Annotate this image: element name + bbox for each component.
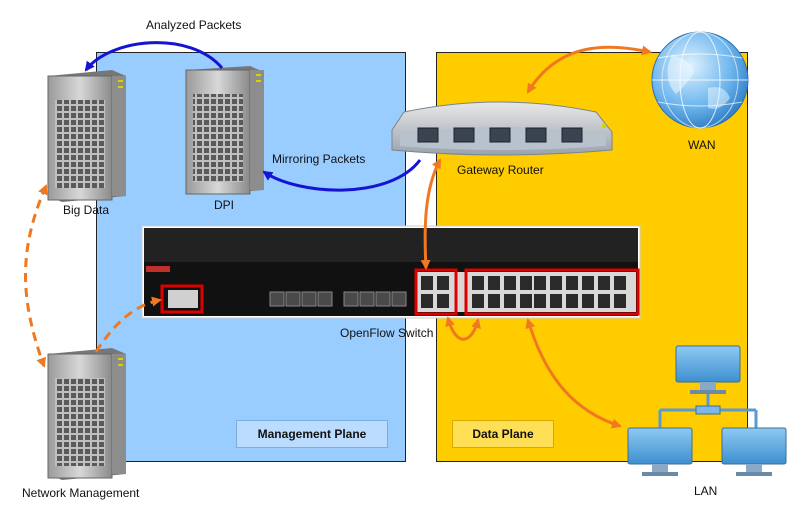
gateway-router-label: Gateway Router: [457, 163, 544, 177]
monitor-icon: [675, 345, 741, 394]
router-wan-arrow: [526, 45, 652, 94]
mirroring-packets-label: Mirroring Packets: [272, 152, 366, 166]
switch-lan-arrow: [525, 318, 622, 429]
network-switch-icon: [141, 225, 641, 319]
network-management-server-icon: [47, 348, 126, 480]
big-data-server-icon: [47, 70, 126, 202]
dpi-server-icon: [185, 66, 264, 195]
analyzed-packets-arrow: [84, 41, 224, 72]
management-plane-label: Management Plane: [236, 420, 388, 448]
wan-label: WAN: [688, 138, 716, 152]
big-data-label: Big Data: [63, 203, 110, 217]
router-icon: [391, 101, 613, 156]
globe-icon: [651, 31, 749, 129]
dpi-label: DPI: [214, 198, 235, 212]
monitor-icon: [721, 427, 787, 476]
analyzed-packets-label: Analyzed Packets: [146, 18, 242, 32]
openflow-switch-label: OpenFlow Switch: [340, 326, 434, 340]
mirroring-packets-arrow: [262, 159, 422, 192]
router-switch-arrow: [420, 158, 442, 270]
monitor-icon: [627, 427, 693, 476]
lan-label: LAN: [694, 484, 718, 498]
network-management-label: Network Management: [22, 486, 140, 500]
netmgmt-switch-arrow: [94, 296, 162, 353]
lan-network-icon: [627, 345, 787, 476]
bigdata-netmgmt-arrow: [24, 184, 48, 368]
switch-loop-arrow: [445, 316, 481, 341]
